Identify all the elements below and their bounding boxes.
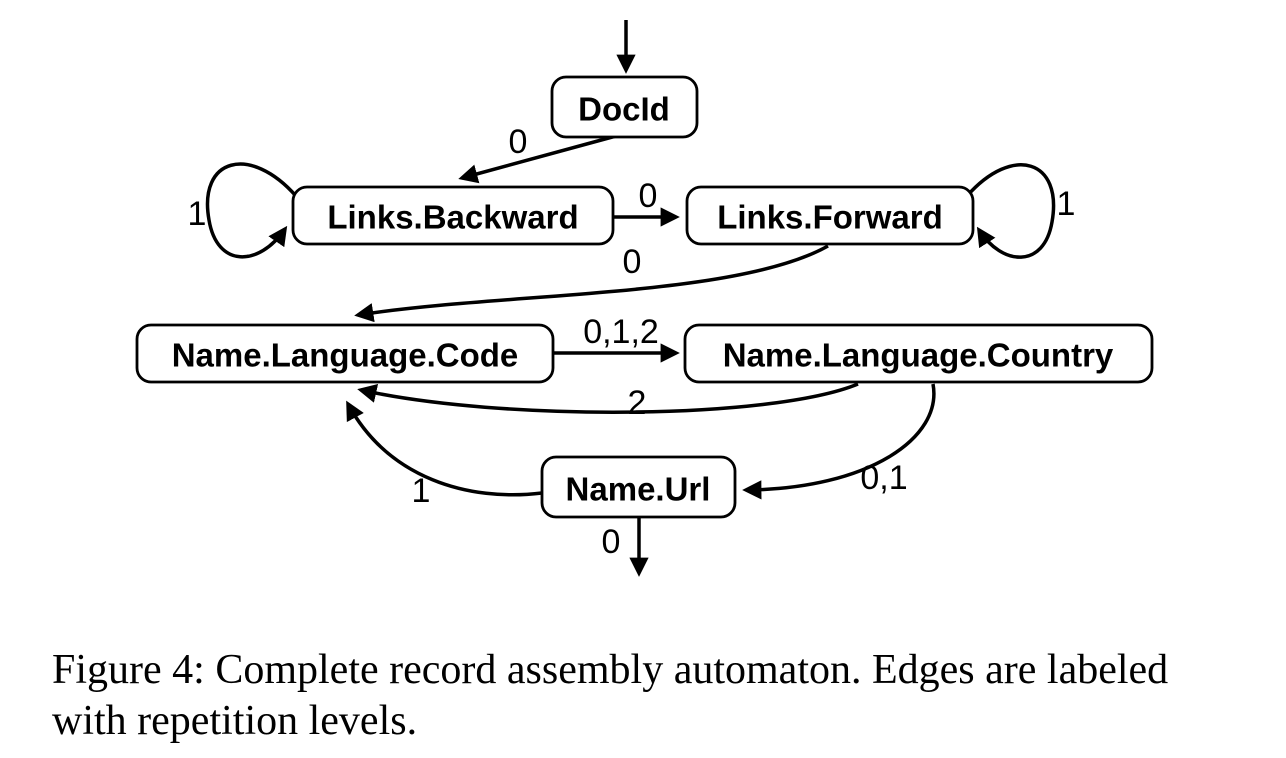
edge-label: 2 [628, 384, 647, 422]
figure-caption-line1: Figure 4: Complete record assembly autom… [52, 647, 1169, 693]
edge-docid-to-links-backward [458, 134, 617, 184]
node-box [291, 185, 615, 246]
self-loop-links-forward [965, 163, 1056, 259]
node-links-backward: Links.Backward [291, 185, 615, 246]
node-box [683, 323, 1154, 384]
edge-label: 0,1,2 [583, 313, 659, 351]
self-loop-links-backward [205, 162, 298, 259]
edge-label: 0 [623, 243, 642, 281]
edge-links-forward-to-name-language-code [354, 244, 829, 323]
node-label: Links.Backward [327, 199, 578, 236]
edge-name-language-country-to-name-url [742, 383, 936, 500]
node-label: DocId [578, 91, 670, 128]
edge-label: 0 [509, 123, 528, 161]
edge-label: 0 [602, 523, 621, 561]
node-box [135, 323, 555, 384]
node-label: Links.Forward [717, 199, 943, 236]
node-label: Name.Language.Country [723, 337, 1114, 374]
node-box [540, 455, 737, 519]
edge-name-url-to-name-language-code [346, 400, 543, 497]
node-label: Name.Url [566, 471, 711, 508]
node-name-language-code: Name.Language.Code [135, 323, 555, 384]
figure-caption: Figure 4: Complete record assembly autom… [52, 645, 1252, 747]
figure-caption-line2: with repetition levels. [52, 698, 418, 744]
node-name-language-country: Name.Language.Country [683, 323, 1154, 384]
node-links-forward: Links.Forward [685, 185, 975, 246]
node-box [550, 75, 699, 139]
edge-label: 0 [639, 177, 658, 215]
node-name-url: Name.Url [540, 455, 737, 519]
node-docid: DocId [550, 75, 699, 139]
edge-label: 1 [1057, 185, 1076, 223]
edge-name-language-country-to-name-language-code [357, 382, 859, 414]
automaton-diagram: 0 1 0 1 0 0,1,2 2 0,1 1 0 DocId Links.Ba… [135, 20, 1154, 577]
node-box [685, 185, 975, 246]
node-label: Name.Language.Code [172, 337, 519, 374]
edge-label: 1 [188, 195, 207, 233]
edge-label: 0,1 [860, 459, 907, 497]
edge-label: 1 [412, 472, 431, 510]
